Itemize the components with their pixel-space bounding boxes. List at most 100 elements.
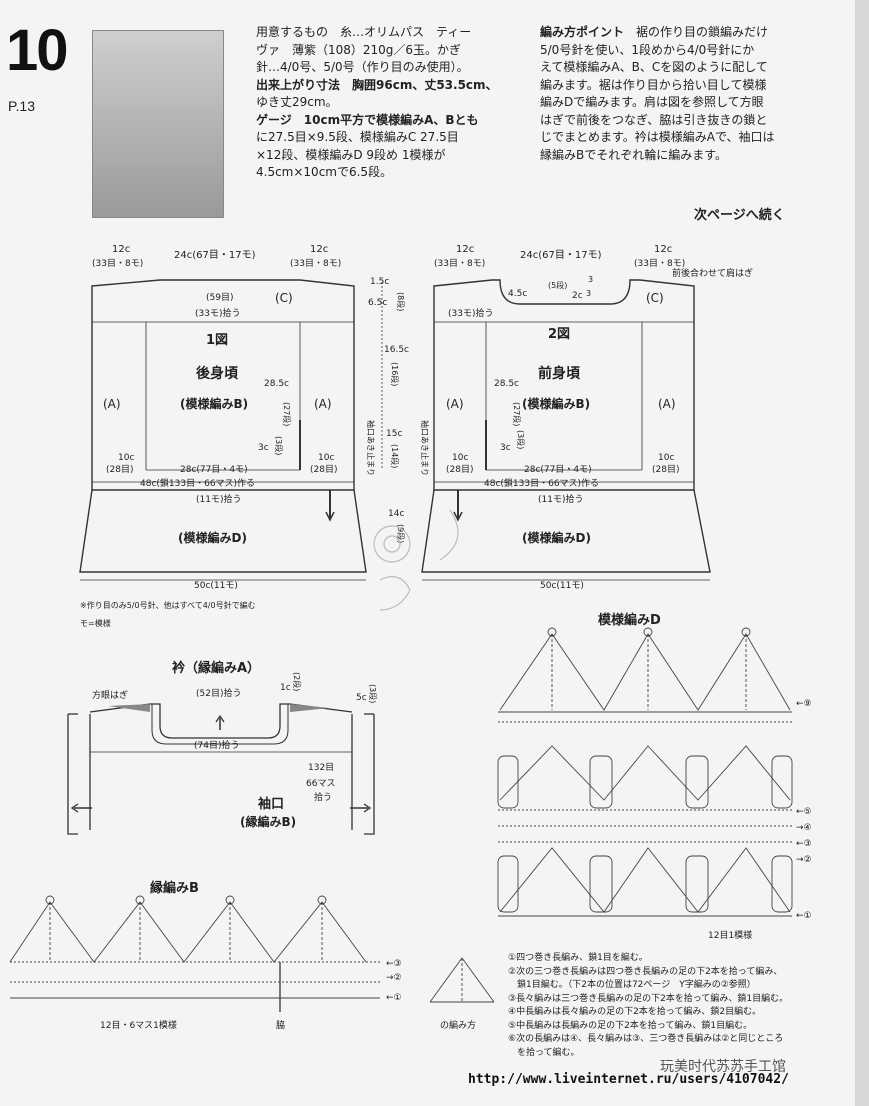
dim-label: 5c: [356, 693, 367, 703]
page-number: 10: [6, 18, 68, 83]
dim-label: (3段): [368, 684, 378, 703]
dim-label: 28.5c: [494, 379, 519, 389]
shoulder-seam-label: 方眼はぎ: [92, 689, 128, 701]
legend-line: ③長々編みは三つ巻き長編みの足の下2本を拾って編み、鎖1目編む。: [508, 993, 789, 1004]
dim-label: 2c: [572, 291, 583, 301]
front-piece-diagram: [421, 279, 711, 581]
dim-label: 3: [588, 275, 593, 284]
side-label: 脇: [276, 1020, 285, 1031]
collar-labels: 衿（縁編みA） 方眼はぎ (52目)拾う (74目)拾う 1c (2段) 5c …: [92, 660, 378, 829]
page-gutter: [855, 0, 869, 1106]
materials-line: に27.5目×9.5段、模様編みC 27.5目: [256, 130, 459, 144]
dim-label: (33モ)拾う: [448, 307, 493, 319]
dim-label: (5段): [548, 280, 567, 290]
front-piece-labels: 12c (33目・8モ) 24c(67目・17モ) 12c (33目・8モ) 前…: [434, 244, 753, 591]
dim-label: 50c(11モ): [540, 581, 584, 591]
piece-name: 後身頃: [196, 365, 239, 382]
dim-label: (28目): [106, 464, 133, 475]
cuff-pattern: (縁編みB): [240, 814, 296, 829]
row-label: ←①: [386, 993, 402, 1003]
dim-label: 66マス: [306, 779, 335, 789]
brand-watermark: 玩美时代苏苏手工馆: [660, 1059, 786, 1075]
materials-line: 4.5cm×10cmで6.5段。: [256, 165, 393, 179]
points-line: 5/0号針を使い、1段めから4/0号針にか: [540, 42, 755, 57]
dim-label: 28c(77目・4モ): [524, 464, 592, 475]
chart-title: 模様編みD: [598, 612, 661, 628]
dim-label: (8段): [396, 292, 406, 311]
dim-label: 10c: [658, 453, 674, 463]
row-label: →②: [386, 973, 402, 983]
dim-label: 3: [586, 289, 591, 298]
pattern-a-label: (A): [446, 397, 464, 411]
stitch-legend: ①四つ巻き長編み、鎖1目を編む。 ②次の三つ巻き長編みは四つ巻き長編みの足の下2…: [508, 952, 853, 1060]
pattern-a-label: (A): [314, 397, 332, 411]
legend-line: を拾って編む。: [508, 1047, 580, 1058]
stitch-symbol-label: の編み方: [440, 1019, 476, 1031]
dim-label: (27段): [282, 402, 292, 426]
dim-label: (33目・8モ): [290, 258, 341, 269]
cuff-title: 袖口: [258, 796, 284, 812]
dim-label: 1.5c: [370, 277, 389, 287]
dim-label: 3c: [500, 443, 511, 453]
dim-label: 12c: [310, 244, 328, 255]
dim-label: (2段): [292, 672, 302, 691]
dim-label: 12c: [654, 244, 672, 255]
notes: ※作り目のみ5/0号針、他はすべて4/0号針で編む モ=模様: [80, 600, 256, 628]
materials-line: ヴァ 薄紫（108）210g／6玉。かぎ: [256, 42, 462, 57]
legend-line: ⑤中長編みは長編みの足の下2本を拾って編み、鎖1目編む。: [508, 1020, 753, 1031]
pattern-d-chart: [497, 627, 793, 917]
piece-pattern: (模様編みB): [522, 396, 590, 411]
points-line: じでまとめます。衿は模様編みAで、袖口は: [540, 130, 775, 144]
dim-label: (16段): [390, 362, 400, 386]
knitting-points: 編み方ポイント 裾の作り目の鎖編みだけ 5/0号針を使い、1段めから4/0号針に…: [540, 24, 820, 164]
materials-line: 針…4/0号、5/0号（作り目のみ使用）。: [256, 60, 469, 74]
materials-line: 用意するもの 糸…オリムパス ティー: [256, 25, 472, 39]
dim-label: (11モ)拾う: [538, 493, 583, 505]
dim-label: 拾う: [314, 791, 332, 803]
piece-pattern-d: (模様編みD): [178, 530, 247, 545]
dim-label: 24c(67目・17モ): [520, 250, 602, 261]
dim-label: (33目・8モ): [92, 258, 143, 269]
source-url: http://www.liveinternet.ru/users/4107042…: [468, 1072, 789, 1087]
dim-label: 10c: [452, 453, 468, 463]
dim-label: 15c: [386, 429, 402, 439]
continued-next-page: 次ページへ続く: [694, 208, 785, 223]
dim-label: (14段): [390, 444, 400, 468]
materials-line: ゆき丈29cm。: [256, 95, 338, 109]
piece-name: 前身頃: [538, 365, 581, 382]
points-line: はぎで前後をつなぎ、脇は引き抜きの鎖と: [540, 112, 768, 127]
dim-label: 4.5c: [508, 289, 527, 299]
dim-label: 132目: [308, 762, 334, 773]
dim-label: 12c: [112, 244, 130, 255]
stitch-symbol: [429, 957, 495, 1003]
row-label: ←③: [386, 959, 402, 969]
dim-label: 6.5c: [368, 298, 387, 308]
dim-label: (59目): [206, 292, 233, 303]
figure-label: 1図: [206, 333, 228, 348]
dim-label: (27段): [512, 402, 522, 426]
row-label: ←⑤: [796, 807, 812, 817]
pattern-c-label: (C): [275, 291, 293, 305]
dim-label: (52目)拾う: [196, 687, 241, 699]
model-photo: [92, 30, 224, 218]
legend-line: ④中長編みは長々編みの足の下2本を拾って編み、鎖2目編む。: [508, 1007, 762, 1017]
dim-label: (28目): [652, 464, 679, 475]
watermark-logo: [373, 509, 459, 611]
chart-title: 縁編みB: [150, 880, 199, 896]
piece-pattern: (模様編みB): [180, 396, 248, 411]
dim-label: 3c: [258, 443, 269, 453]
dim-label: (28目): [310, 464, 337, 475]
dim-label: 12目1模様: [708, 929, 752, 941]
materials-line: ゲージ 10cm平方で模様編みA、Bとも: [256, 112, 479, 127]
sleeve-opening-note: 袖口あき止まり: [366, 420, 376, 476]
legend-line: ①四つ巻き長編み、鎖1目を編む。: [508, 953, 648, 963]
legend-line: ⑥次の長編みは④、長々編みは③、三つ巻き長編みは②と同じところ: [508, 1034, 784, 1044]
page-reference: P.13: [8, 98, 35, 114]
points-line: 編みます。裾は作り目から拾い目して模様: [540, 77, 767, 92]
pattern-a-label: (A): [658, 397, 676, 411]
row-label: ←⑨: [796, 699, 812, 709]
back-piece-labels: 12c (33目・8モ) 24c(67目・17モ) 12c (33目・8モ) (…: [92, 244, 341, 591]
legend-line: 鎖1目編む。（下2本の位置は72ページ Y字編みの②参照）: [508, 980, 756, 990]
points-title: 編み方ポイント: [540, 25, 625, 39]
